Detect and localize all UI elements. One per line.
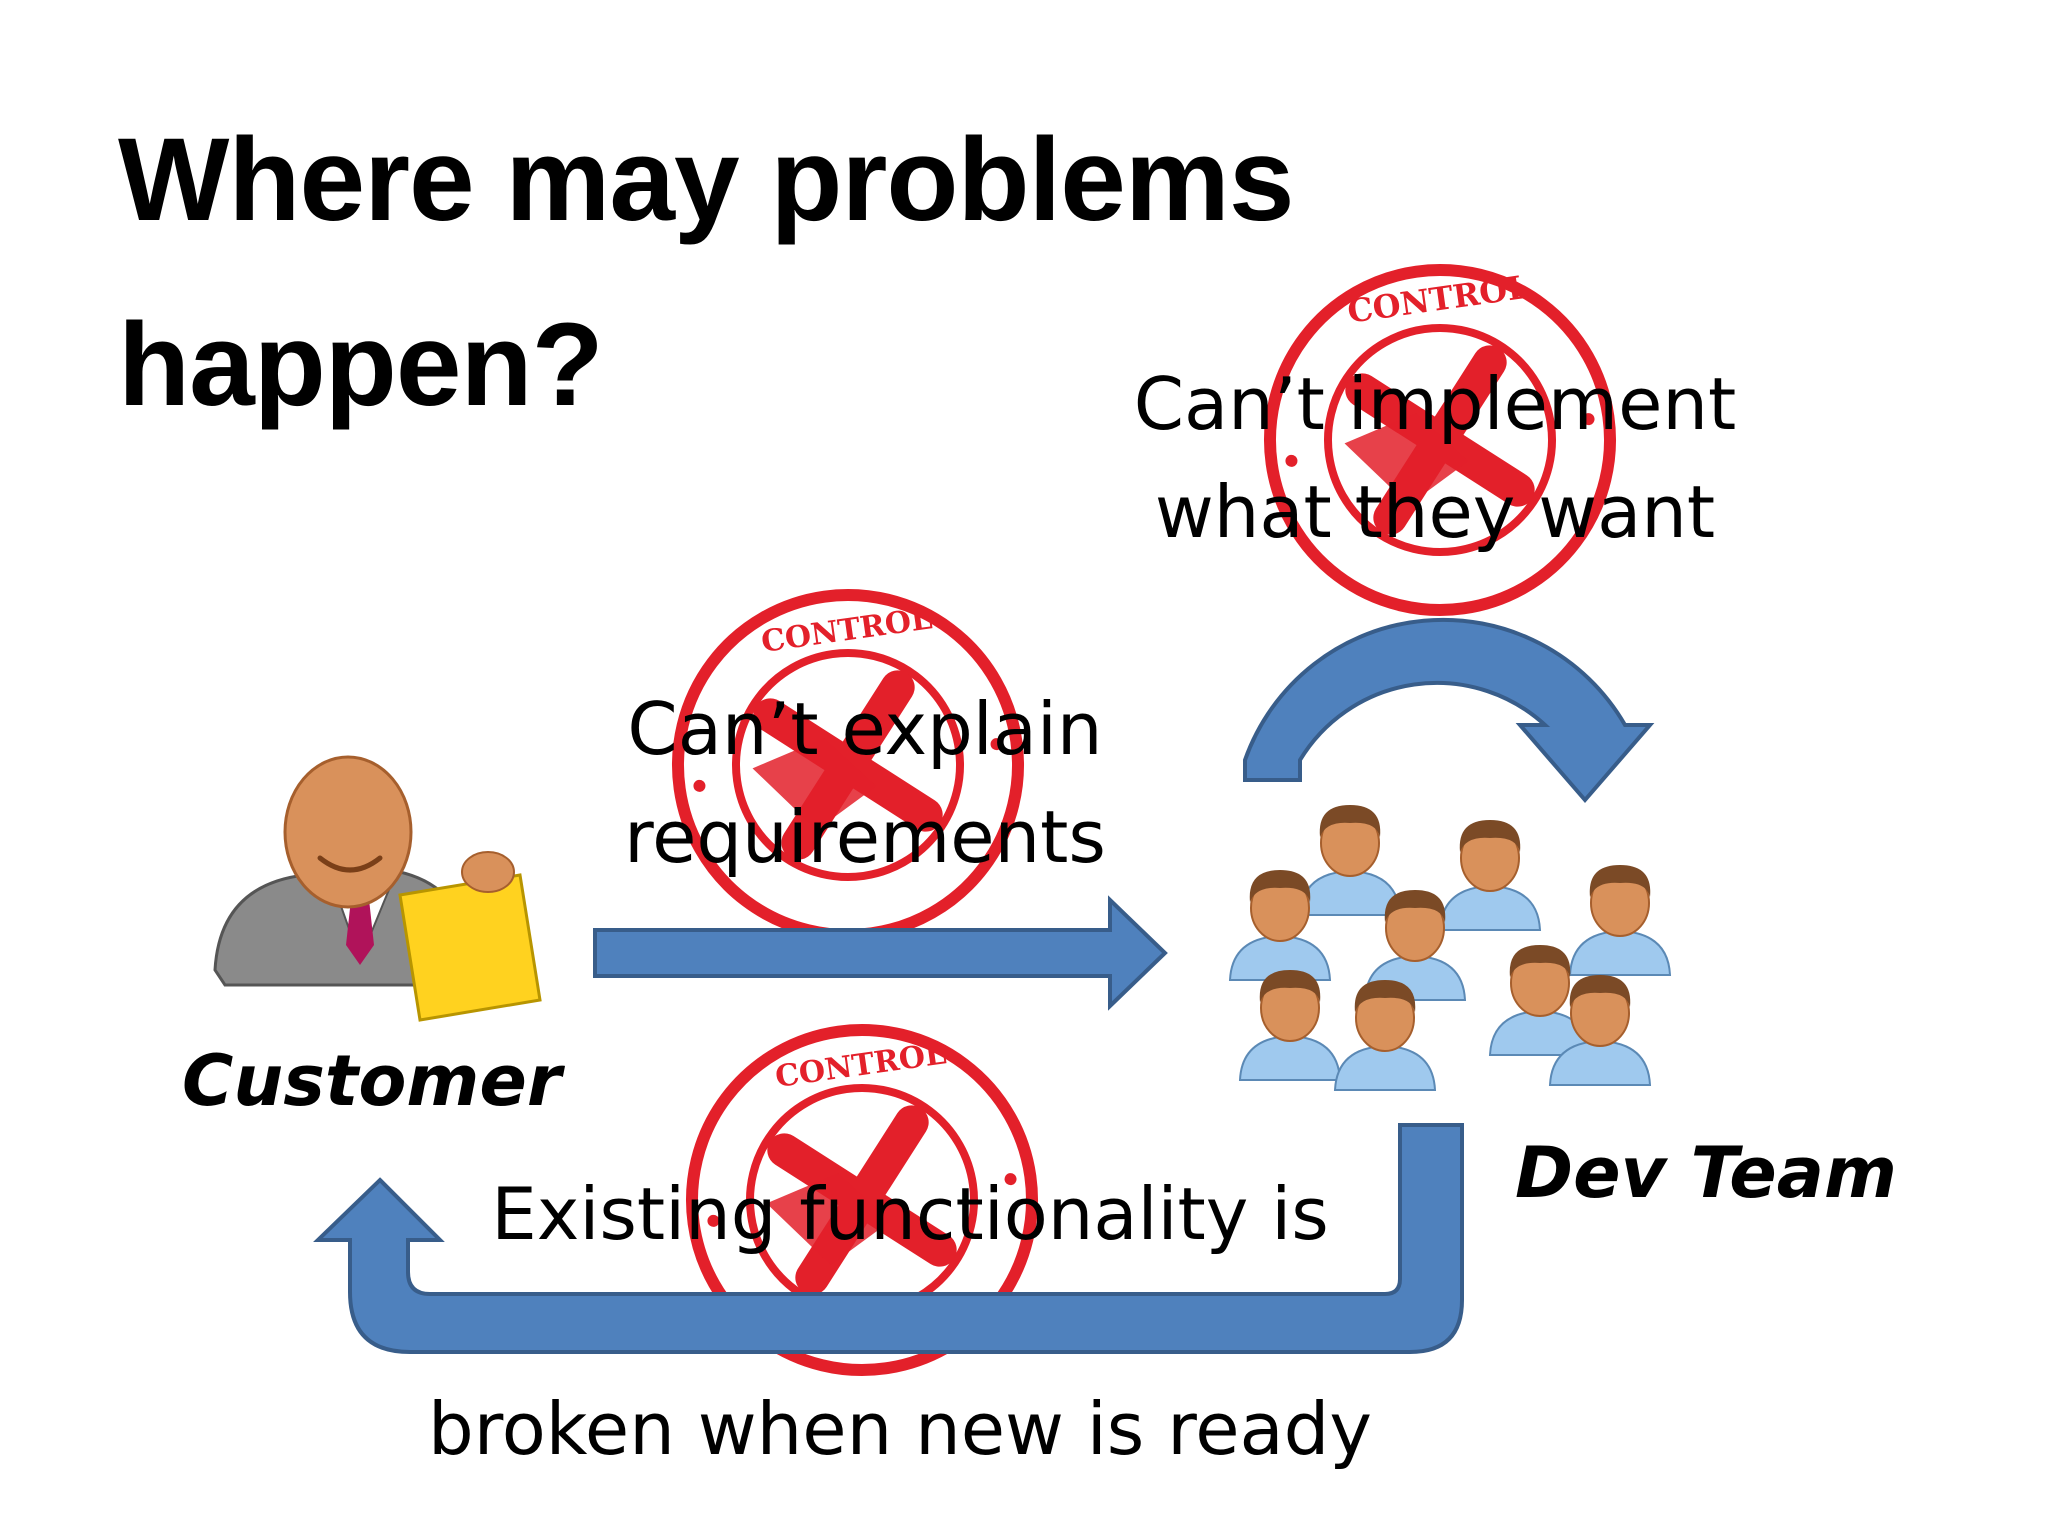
title-line-2: happen? <box>118 299 604 431</box>
problem-label-implement: Can’t implement what they want <box>1105 350 1765 566</box>
implement-line-1: Can’t implement <box>1133 362 1737 446</box>
problem-label-broken-line-1: Existing functionality is <box>491 1172 1329 1256</box>
loop-arrow <box>1243 617 1655 804</box>
implement-line-2: what they want <box>1154 470 1716 554</box>
customer-label: Customer <box>182 1040 562 1122</box>
dev-team-figure <box>1229 804 1671 1091</box>
page-title: Where may problems happen? <box>118 88 1294 458</box>
stamp-top-text: CONTROL <box>1345 268 1532 331</box>
explain-line-1: Can’t explain <box>627 687 1103 771</box>
right-arrow <box>593 895 1168 1011</box>
customer-figure <box>213 755 542 1022</box>
return-arrow <box>313 1123 1464 1354</box>
problem-label-broken-line-2: broken when new is ready <box>428 1387 1372 1471</box>
explain-line-2: requirements <box>624 795 1106 879</box>
dev-team-label: Dev Team <box>1515 1132 1897 1214</box>
title-line-1: Where may problems <box>118 114 1294 246</box>
problem-label-explain: Can’t explain requirements <box>565 675 1165 891</box>
